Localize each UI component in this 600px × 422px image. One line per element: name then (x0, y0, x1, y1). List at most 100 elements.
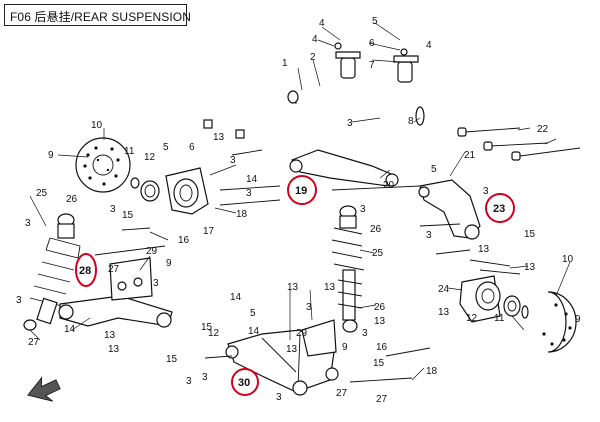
callout-3: 3 (153, 278, 159, 289)
diagram-title-box: F06 后悬挂/REAR SUSPENSION (4, 4, 191, 26)
callout-8: 8 (408, 116, 414, 127)
callout-27: 27 (28, 337, 40, 348)
callout-15: 15 (201, 322, 213, 333)
callout-28: 28 (79, 265, 91, 277)
callout-3: 3 (230, 155, 236, 166)
highlight-circle-23 (485, 193, 515, 223)
callout-15: 15 (166, 354, 178, 365)
callout-25: 25 (36, 188, 48, 199)
callout-14: 14 (248, 326, 260, 337)
left-hub-knuckle (130, 167, 209, 215)
center-lower-arm (225, 319, 339, 396)
callout-17: 17 (203, 226, 215, 237)
callout-15: 15 (122, 210, 134, 221)
right-upper-arm (418, 179, 481, 240)
right-hub-knuckle (459, 275, 529, 323)
center-shock-absorber (331, 205, 365, 333)
misc-bolts (94, 119, 521, 383)
callout-27: 27 (336, 388, 348, 399)
callout-27: 27 (108, 264, 120, 275)
upper-control-arm (289, 149, 399, 187)
callout-9: 9 (575, 314, 581, 325)
callout-14: 14 (246, 174, 258, 185)
callout-5: 5 (372, 16, 378, 27)
callout-7: 7 (369, 60, 375, 71)
highlight-circle-28 (75, 253, 97, 287)
callout-13: 13 (108, 344, 120, 355)
callout-3: 3 (246, 188, 252, 199)
callout-27: 27 (376, 394, 388, 405)
callout-9: 9 (48, 150, 54, 161)
callout-5: 5 (163, 142, 169, 153)
callout-30: 30 (238, 377, 250, 389)
callout-5: 4 (319, 18, 325, 29)
callout-9: 9 (166, 258, 172, 269)
callout-12: 12 (208, 328, 220, 339)
callout-26: 26 (374, 302, 386, 313)
callout-22: 22 (537, 124, 549, 135)
callout-25: 25 (372, 248, 384, 259)
callout-16: 16 (178, 235, 190, 246)
long-bolts (219, 127, 581, 206)
callout-23: 23 (493, 203, 505, 215)
highlight-circle-30 (231, 368, 259, 396)
callout-11: 11 (124, 146, 135, 157)
callout-13: 13 (287, 282, 299, 293)
left-brake-disc (75, 137, 131, 193)
callout-12: 12 (144, 152, 156, 163)
callout-13: 13 (438, 307, 450, 318)
callout-13: 13 (213, 132, 225, 143)
callout-3: 3 (202, 372, 208, 383)
highlighted-callouts: 19 23 28 30 (75, 175, 515, 396)
callout-14: 14 (230, 292, 242, 303)
callout-3: 3 (276, 392, 282, 403)
callout-3: 3 (426, 230, 432, 241)
callout-3: 3 (347, 118, 353, 129)
callout-3: 3 (186, 376, 192, 387)
callout-13: 13 (478, 244, 490, 255)
callout-13: 13 (286, 344, 298, 355)
stabilizer-bar (287, 42, 425, 126)
left-shock-absorber (23, 213, 81, 331)
callout-10: 10 (91, 120, 103, 131)
callout-16: 16 (376, 342, 388, 353)
callout-13: 13 (374, 316, 386, 327)
leader-lines (29, 22, 571, 381)
callout-29: 29 (146, 246, 158, 257)
callout-9: 9 (342, 342, 348, 353)
callout-29: 29 (296, 328, 308, 339)
callout-3: 3 (25, 218, 31, 229)
callout-3: 3 (483, 186, 489, 197)
callout-3: 3 (362, 328, 368, 339)
callout-26: 26 (370, 224, 382, 235)
callout-24: 24 (438, 284, 450, 295)
callout-13: 13 (524, 262, 536, 273)
callout-13: 13 (104, 330, 116, 341)
right-brake-disc (542, 291, 577, 353)
callout-14: 14 (64, 324, 76, 335)
callout-6: 6 (189, 142, 195, 153)
callout-18: 18 (426, 366, 438, 377)
callout-26: 26 (66, 194, 78, 205)
callout-labels: 4 5 4 4 6 7 1 2 3 8 22 10 9 11 12 5 6 13… (16, 16, 581, 405)
callout-4: 4 (312, 34, 318, 45)
front-direction-arrow (27, 376, 61, 402)
callout-11: 11 (494, 313, 505, 324)
callout-1: 1 (282, 58, 288, 69)
callout-3: 3 (360, 204, 366, 215)
diagram-title: F06 后悬挂/REAR SUSPENSION (10, 10, 192, 24)
callout-2: 2 (310, 52, 316, 63)
callout-5: 5 (250, 308, 256, 319)
callout-3: 3 (110, 204, 116, 215)
highlight-circle-19 (287, 175, 317, 205)
callout-12: 12 (466, 313, 478, 324)
callout-19: 19 (295, 185, 307, 197)
callout-4: 4 (426, 40, 432, 51)
callout-21: 21 (464, 150, 476, 161)
callout-3: 3 (306, 302, 312, 313)
callout-5: 5 (431, 164, 437, 175)
callout-15: 15 (524, 229, 536, 240)
callout-6: 6 (369, 38, 375, 49)
callout-13: 13 (324, 282, 336, 293)
